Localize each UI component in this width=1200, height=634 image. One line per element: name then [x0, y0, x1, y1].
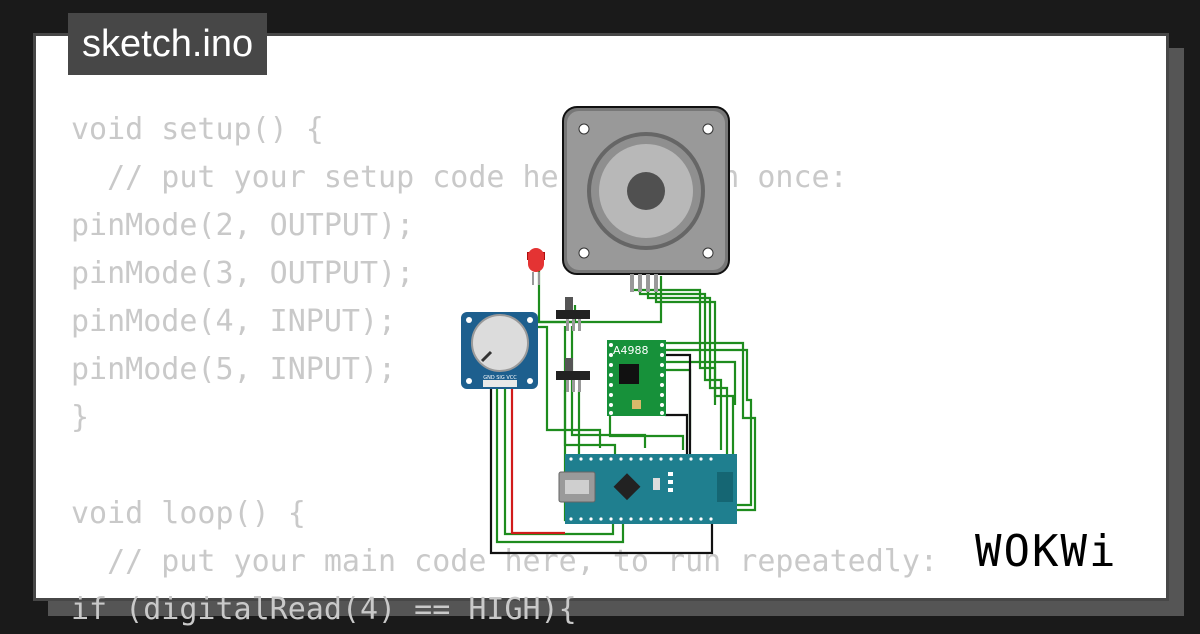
wire: [489, 383, 714, 555]
status-led: [668, 480, 673, 484]
wire: [563, 326, 617, 458]
code-line: pinMode(4, INPUT);: [71, 304, 397, 339]
slide-switch-2[interactable]: [556, 358, 590, 392]
motor-pin: [654, 274, 658, 292]
mount-hole: [702, 247, 714, 259]
stepper-motor: [562, 106, 730, 292]
mount-hole: [466, 317, 472, 323]
nano-pins: [569, 457, 713, 521]
driver-pins: [609, 343, 664, 415]
motor-pin: [638, 274, 642, 292]
switch-body: [556, 310, 590, 319]
code-line: // put your main code here, to run repea…: [71, 544, 938, 579]
arduino-nano: [558, 454, 737, 524]
switch-knob: [565, 297, 573, 310]
switch-body: [556, 371, 590, 380]
code-line: }: [71, 400, 90, 435]
mount-hole: [527, 378, 533, 384]
a4988-driver: A4988: [607, 340, 666, 416]
pot-knob: [471, 314, 529, 372]
file-tab[interactable]: sketch.ino: [68, 13, 268, 75]
wire: [665, 413, 689, 460]
motor-pin: [646, 274, 650, 292]
mount-hole: [578, 123, 590, 135]
mount-hole: [466, 378, 472, 384]
mount-hole: [702, 123, 714, 135]
pot-indicator: [480, 350, 493, 363]
mount-hole: [578, 247, 590, 259]
wire: [665, 360, 737, 405]
potentiometer[interactable]: GND SIG VCC: [461, 312, 538, 389]
switch-pin: [566, 319, 569, 331]
code-preview: void setup() { // put your setup code he…: [71, 106, 938, 634]
motor-pin: [630, 274, 634, 292]
code-line: void loop() {: [71, 496, 306, 531]
wire: [665, 353, 692, 460]
led: [527, 248, 545, 285]
reset-button: [653, 478, 660, 490]
code-line: pinMode(2, OUTPUT);: [71, 208, 415, 243]
wire: [495, 383, 625, 544]
circuit-diagram: GND SIG VCC A4988: [461, 106, 757, 555]
pot-pin-labels: GND SIG VCC: [483, 375, 517, 381]
status-led: [668, 472, 673, 476]
driver-pot: [632, 400, 641, 409]
code-line: pinMode(5, INPUT);: [71, 352, 397, 387]
switch-knob: [565, 358, 573, 371]
mount-hole: [527, 317, 533, 323]
status-led: [668, 488, 673, 492]
slide-switch-1[interactable]: [556, 297, 590, 331]
switch-pin: [578, 380, 581, 392]
driver-label: A4988: [613, 344, 649, 357]
motor-shaft: [627, 172, 665, 210]
code-line: if (digitalRead(4) == HIGH){: [71, 592, 577, 627]
switch-pin: [578, 319, 581, 331]
wokwi-logo: WOKWi: [975, 526, 1118, 577]
code-line: pinMode(3, OUTPUT);: [71, 256, 415, 291]
wire: [608, 410, 685, 450]
wire: [510, 383, 565, 535]
code-line: void setup() {: [71, 112, 324, 147]
driver-chip: [619, 364, 639, 384]
switch-pin: [566, 380, 569, 392]
icsp-header: [717, 472, 733, 502]
pot-header: [483, 380, 517, 387]
switch-pin: [572, 380, 575, 392]
led-lens: [528, 248, 544, 272]
usb-socket: [565, 480, 589, 494]
switch-pin: [572, 319, 575, 331]
